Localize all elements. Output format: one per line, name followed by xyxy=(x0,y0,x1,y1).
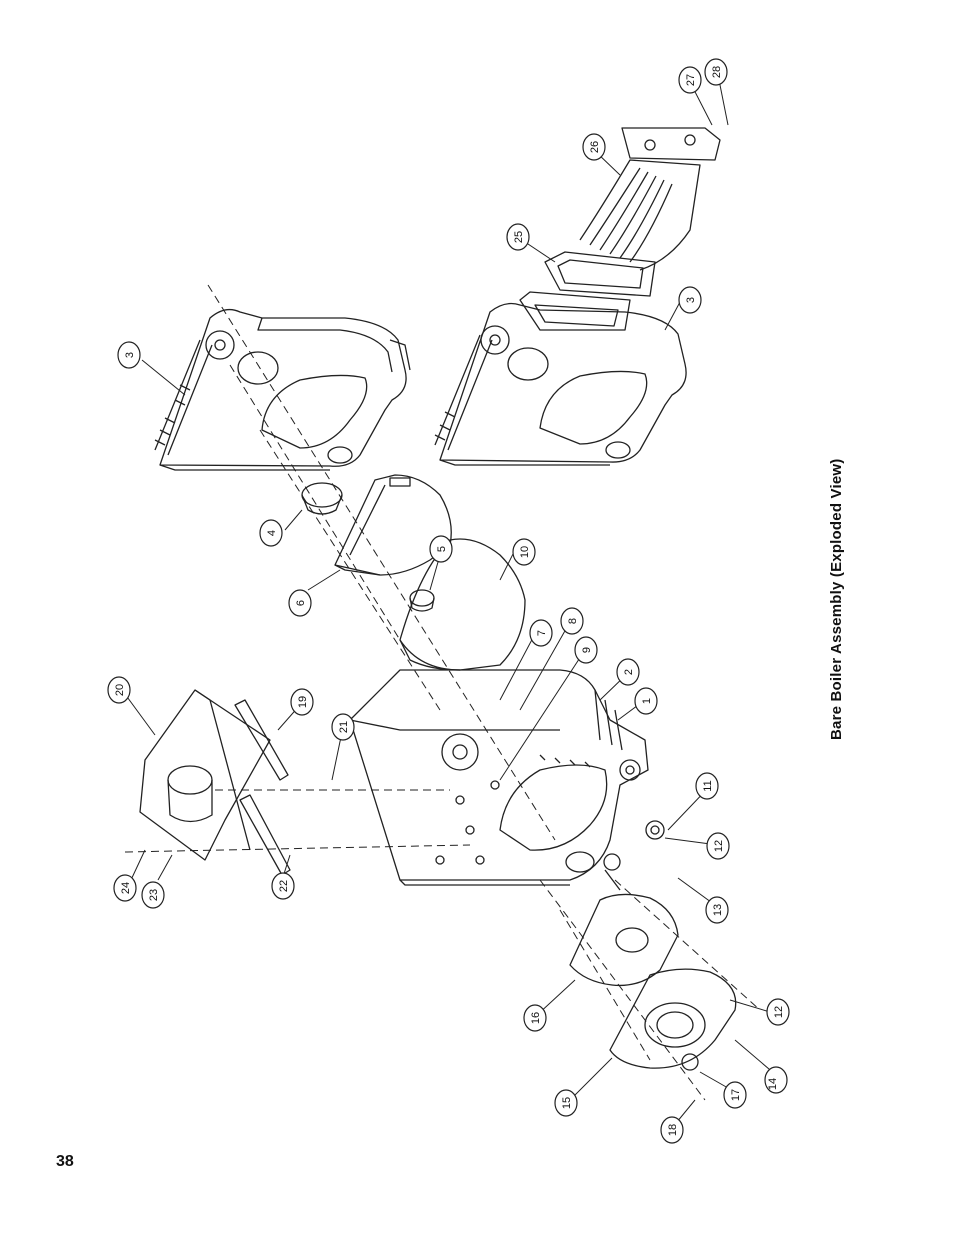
callout-4: 4 xyxy=(259,519,283,547)
svg-text:2: 2 xyxy=(623,669,635,675)
coil-26 xyxy=(579,127,721,271)
strip-19 xyxy=(234,699,289,781)
callout-6: 6 xyxy=(288,589,312,617)
callout-16: 16 xyxy=(523,1004,547,1032)
fitting-13 xyxy=(603,853,621,891)
rear-section-lower xyxy=(434,291,687,466)
callout-5: 5 xyxy=(429,535,453,563)
baffle-6 xyxy=(334,474,452,576)
svg-text:3: 3 xyxy=(685,297,697,303)
fitting-11 xyxy=(645,820,665,840)
flue-10 xyxy=(399,538,526,671)
callout-3a: 3 xyxy=(117,341,141,369)
svg-text:10: 10 xyxy=(519,546,531,558)
callout-23: 23 xyxy=(141,881,165,909)
svg-text:24: 24 xyxy=(120,882,132,894)
front-plate-15 xyxy=(609,968,737,1071)
callout-1: 1 xyxy=(634,687,658,715)
gasket-25 xyxy=(544,251,656,297)
main-section-1 xyxy=(349,669,649,886)
svg-text:23: 23 xyxy=(148,889,160,901)
svg-text:15: 15 xyxy=(561,1097,573,1109)
svg-text:20: 20 xyxy=(114,684,126,696)
callout-18: 18 xyxy=(660,1116,684,1144)
svg-text:7: 7 xyxy=(536,630,548,636)
callout-14: 14 xyxy=(764,1066,788,1094)
callouts: 1 2 3 3 4 5 6 7 8 9 10 11 12 12 13 14 15… xyxy=(107,58,790,1144)
callout-20: 20 xyxy=(107,676,131,704)
callout-24: 24 xyxy=(113,874,137,902)
svg-text:18: 18 xyxy=(667,1124,679,1136)
callout-12b: 12 xyxy=(766,998,790,1026)
page-number: 38 xyxy=(56,1153,74,1170)
svg-text:16: 16 xyxy=(530,1012,542,1024)
callout-27: 27 xyxy=(678,66,702,94)
callout-2: 2 xyxy=(616,658,640,686)
callout-28: 28 xyxy=(704,58,728,86)
ring-5 xyxy=(409,589,435,612)
callout-19: 19 xyxy=(290,688,314,716)
leader-lines xyxy=(121,74,777,1129)
callout-26: 26 xyxy=(582,133,606,161)
callout-3b: 3 xyxy=(678,286,702,314)
svg-text:26: 26 xyxy=(589,141,601,153)
callout-17: 17 xyxy=(723,1081,747,1109)
svg-text:17: 17 xyxy=(730,1089,742,1101)
assembly-lines xyxy=(124,284,761,1101)
svg-text:11: 11 xyxy=(702,780,714,791)
svg-text:27: 27 xyxy=(685,74,697,86)
svg-text:12: 12 xyxy=(773,1006,785,1018)
callout-12a: 12 xyxy=(706,832,730,860)
callout-9: 9 xyxy=(574,636,598,664)
callout-15: 15 xyxy=(554,1089,578,1117)
gasket-16 xyxy=(569,893,679,987)
callout-22: 22 xyxy=(271,872,295,900)
svg-text:19: 19 xyxy=(297,696,309,708)
svg-text:21: 21 xyxy=(338,721,350,733)
callout-8: 8 xyxy=(560,607,584,635)
svg-text:4: 4 xyxy=(266,530,278,536)
svg-text:28: 28 xyxy=(711,66,723,78)
svg-text:5: 5 xyxy=(436,546,448,552)
callout-21: 21 xyxy=(331,713,355,741)
diagram-caption: Bare Boiler Assembly (Exploded View) xyxy=(828,458,845,740)
rear-section-upper xyxy=(154,308,411,471)
svg-text:13: 13 xyxy=(712,904,724,916)
svg-text:8: 8 xyxy=(567,618,579,624)
callout-25: 25 xyxy=(506,223,530,251)
svg-text:1: 1 xyxy=(641,698,653,704)
callout-11: 11 xyxy=(695,772,719,800)
svg-text:25: 25 xyxy=(513,231,525,243)
jacket-top-20 xyxy=(139,689,271,861)
callout-10: 10 xyxy=(512,538,536,566)
svg-text:22: 22 xyxy=(278,880,290,892)
callout-7: 7 xyxy=(529,619,553,647)
svg-text:12: 12 xyxy=(713,840,725,852)
callout-13: 13 xyxy=(705,896,729,924)
ring-4 xyxy=(301,482,343,515)
svg-text:14: 14 xyxy=(767,1078,779,1090)
strip-22 xyxy=(239,794,291,876)
svg-text:6: 6 xyxy=(295,600,307,606)
svg-text:9: 9 xyxy=(581,647,593,653)
svg-text:3: 3 xyxy=(124,352,136,358)
